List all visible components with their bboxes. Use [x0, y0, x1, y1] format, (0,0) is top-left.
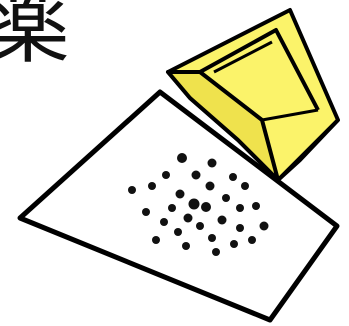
packet-crease-top	[199, 28, 320, 111]
packet-crease-inner	[213, 40, 273, 74]
medicine-kanji: 薬	[0, 0, 71, 75]
powder-granules	[128, 153, 269, 256]
packet-edge	[261, 108, 319, 122]
packet-bottom-fold	[276, 118, 340, 182]
